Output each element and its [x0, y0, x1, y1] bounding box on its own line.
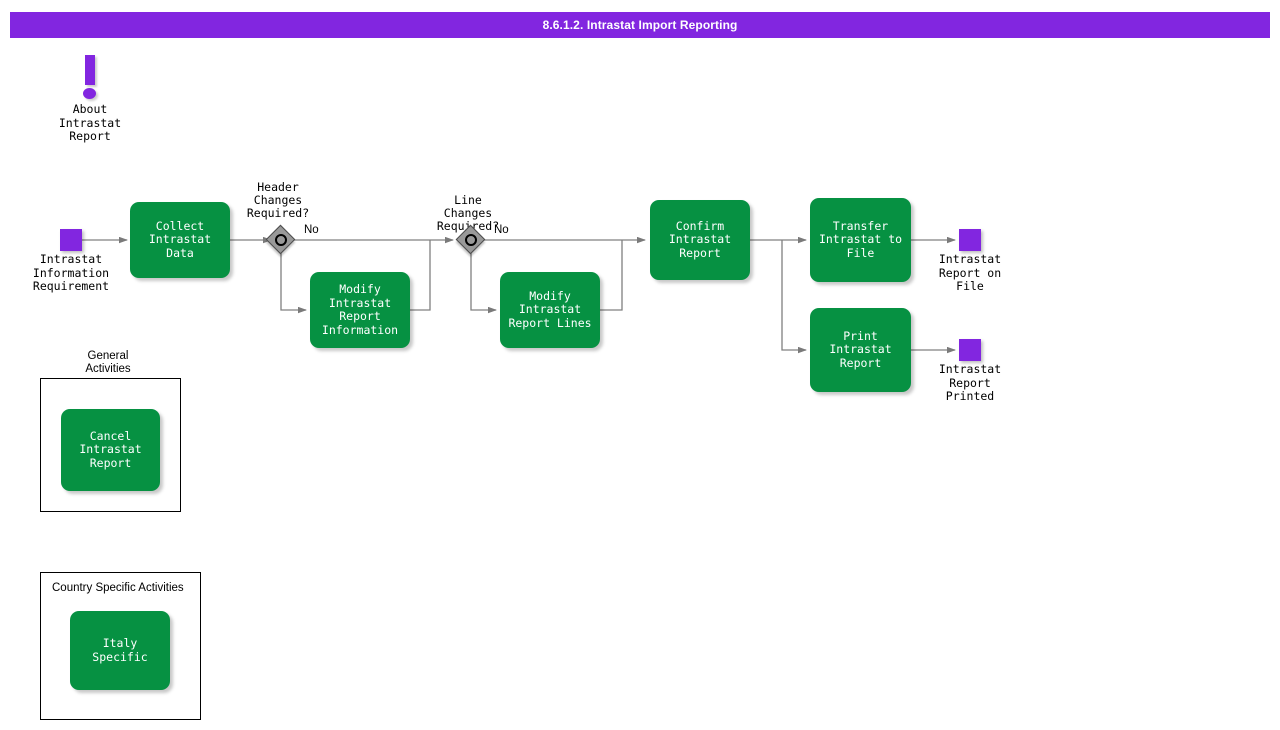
gateway-header-changes-label: Header Changes Required? — [246, 180, 310, 220]
task-modify-intrastat-report-lines[interactable]: Modify Intrastat Report Lines — [500, 272, 600, 348]
flow-line-yes-to-modify-lines — [470, 252, 497, 314]
task-italy-specific[interactable]: Italy Specific — [70, 611, 170, 690]
group-country-specific-activities-label: Country Specific Activities — [52, 582, 184, 594]
group-country-specific-activities — [40, 572, 201, 720]
task-transfer-intrastat-to-file[interactable]: Transfer Intrastat to File — [810, 198, 911, 282]
group-general-activities — [40, 378, 181, 512]
task-confirm-intrastat-report[interactable]: Confirm Intrastat Report — [650, 200, 750, 280]
edge-label-header-no: No — [304, 224, 319, 236]
annotation-label: About Intrastat Report — [58, 102, 122, 143]
flow-confirm-to-print — [781, 240, 807, 354]
page-title-bar: 8.6.1.2. Intrastat Import Reporting — [10, 12, 1270, 38]
task-modify-intrastat-report-information[interactable]: Modify Intrastat Report Information — [310, 272, 410, 348]
group-general-activities-label: General Activities — [85, 350, 131, 375]
flow-header-yes-to-modify-info — [280, 252, 307, 314]
gateway-inclusive-ring-icon — [465, 234, 477, 246]
exclamation-bar-icon — [85, 55, 95, 85]
start-event-intrastat-information-requirement[interactable] — [60, 229, 82, 251]
end-event-report-on-file-label: Intrastat Report on File — [938, 252, 1002, 293]
edge-label-line-no: No — [494, 224, 509, 236]
gateway-header-changes-required[interactable] — [265, 224, 296, 255]
task-cancel-intrastat-report[interactable]: Cancel Intrastat Report — [61, 409, 160, 491]
gateway-line-changes-required[interactable] — [455, 224, 486, 255]
exclamation-dot-icon — [83, 88, 96, 99]
end-event-intrastat-report-printed[interactable] — [959, 339, 981, 361]
exclamation-icon — [77, 55, 103, 103]
flow-modify-info-merge — [410, 240, 431, 311]
flow-modify-lines-merge — [600, 240, 623, 311]
end-event-report-printed-label: Intrastat Report Printed — [938, 362, 1002, 403]
end-event-intrastat-report-on-file[interactable] — [959, 229, 981, 251]
gateway-inclusive-ring-icon — [275, 234, 287, 246]
page-title: 8.6.1.2. Intrastat Import Reporting — [542, 18, 738, 32]
start-event-label: Intrastat Information Requirement — [32, 252, 110, 293]
task-collect-intrastat-data[interactable]: Collect Intrastat Data — [130, 202, 230, 278]
task-print-intrastat-report[interactable]: Print Intrastat Report — [810, 308, 911, 392]
